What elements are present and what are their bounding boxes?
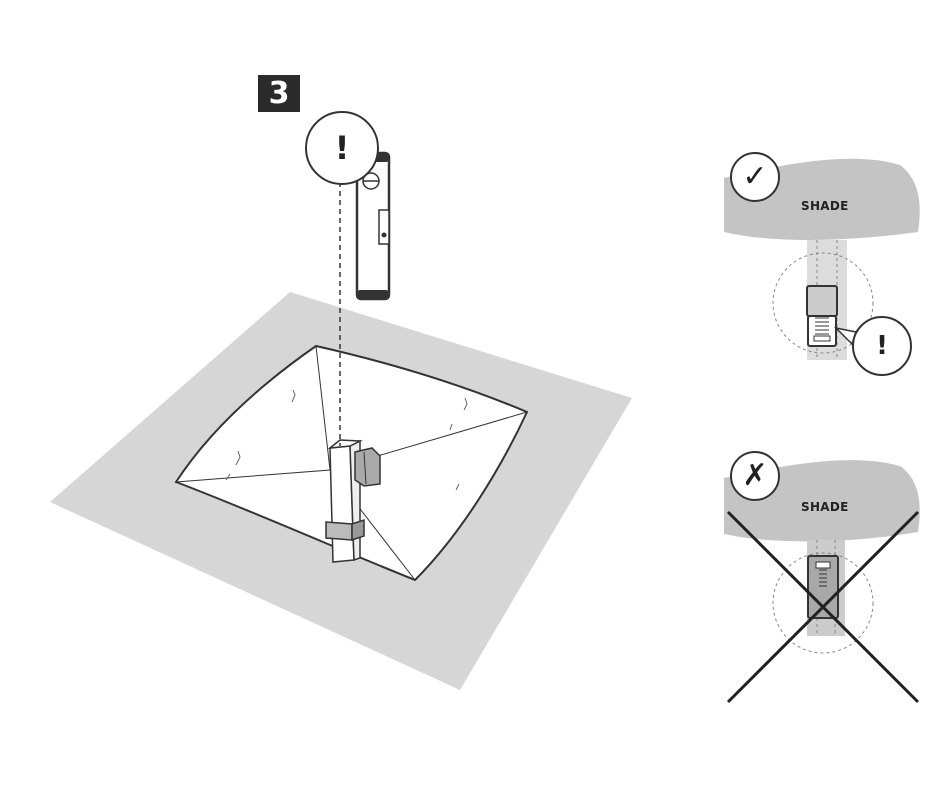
- check-icon: ✓: [730, 152, 780, 202]
- exclamation-icon: !: [852, 316, 912, 376]
- soil-texture: [225, 389, 468, 491]
- incorrect-install-detail: [724, 460, 920, 704]
- exclamation-icon: !: [305, 111, 379, 185]
- detail-zoom-circle-bottom: [772, 552, 874, 654]
- ground-pole: [325, 439, 381, 563]
- detail-zoom-circle-top: [772, 252, 874, 354]
- cross-icon: ✗: [730, 451, 780, 501]
- shade-label-bottom: SHADE: [801, 500, 849, 514]
- shade-label-top: SHADE: [801, 199, 849, 213]
- incorrect-cross-line-2: [726, 510, 920, 704]
- step-number-badge: 3: [258, 75, 300, 112]
